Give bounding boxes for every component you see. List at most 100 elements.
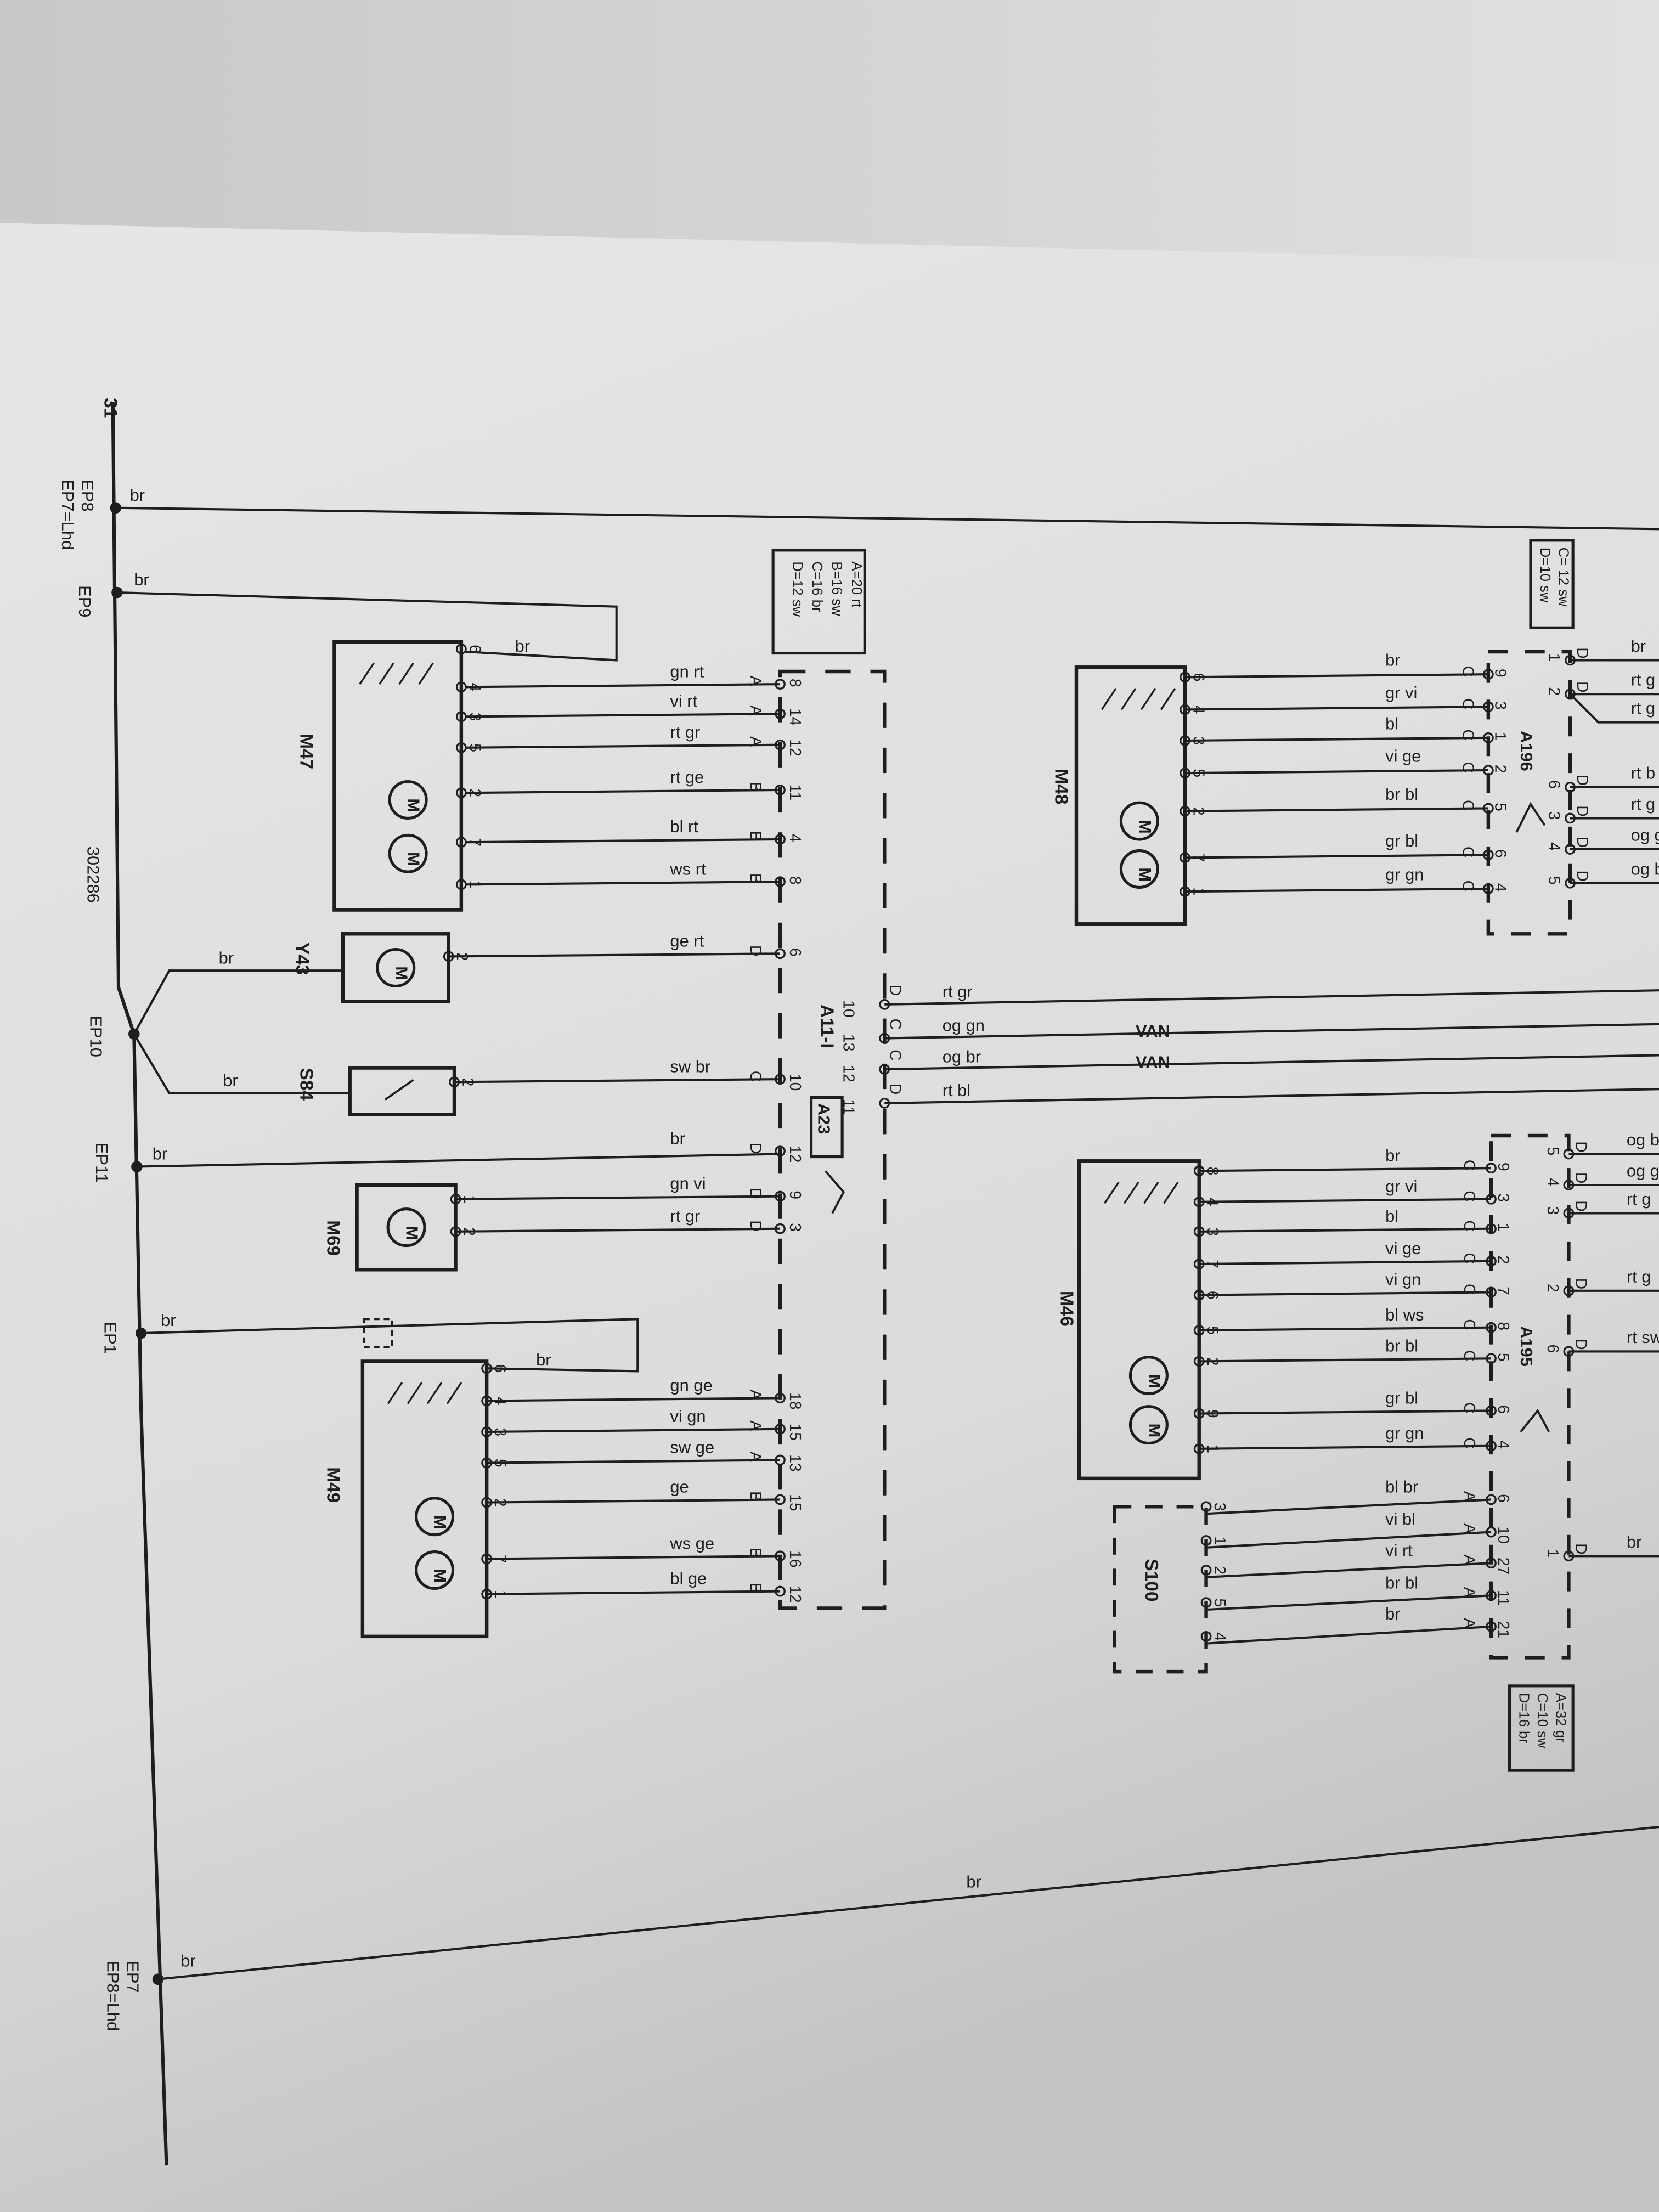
a195-wire-color-label: gr bl <box>1385 1389 1418 1408</box>
motor-symbol: M <box>404 798 424 812</box>
a196-output-wire-color: rt g <box>1631 698 1656 718</box>
a195-pin-number: 9 <box>1495 1163 1513 1171</box>
terminal-pin <box>1565 654 1576 666</box>
motor-icon <box>415 1550 455 1590</box>
a11-output-wire <box>884 1088 1659 1104</box>
a11-pin-number: 3 <box>787 1223 804 1232</box>
a195-connector-letter: D <box>1572 1339 1590 1350</box>
a11-pin-number: 12 <box>840 1065 858 1082</box>
a195-wire <box>1199 1409 1492 1415</box>
switch-contact-icon <box>1104 1181 1120 1204</box>
switch-contact-icon <box>359 662 375 685</box>
a195-wire-color-label: vi bl <box>1385 1510 1415 1529</box>
switch-contact-icon <box>1143 1181 1159 1204</box>
s100-box <box>1113 1505 1208 1674</box>
a195-connector-letter: C <box>1461 1160 1479 1171</box>
m49-pin-number: 2 <box>492 1498 510 1507</box>
terminal-pin <box>879 998 890 1010</box>
splice-dot <box>152 1973 164 1985</box>
terminal-pin <box>1563 1346 1575 1357</box>
a195-output-wire-color: rt sw <box>1627 1328 1659 1347</box>
motor-icon <box>376 948 416 988</box>
terminal-pin <box>1482 765 1494 776</box>
a11-box <box>778 669 887 1610</box>
terminal-pin <box>1482 732 1494 743</box>
a11-pin-number: 13 <box>840 1034 858 1051</box>
a11-pin-number: 16 <box>787 1550 804 1567</box>
switch-contact-icon <box>446 1382 462 1404</box>
a196-output-wire-color: og g <box>1631 826 1659 845</box>
motor-icon <box>1119 801 1159 841</box>
ground-wire-ep9 <box>117 591 618 662</box>
a11-output-wire <box>884 1023 1659 1040</box>
m47-pin-number: 3 <box>466 713 484 721</box>
wire-color-label: br <box>219 948 234 967</box>
a195-connector-letter: A <box>1461 1523 1479 1534</box>
a195-wire <box>1199 1291 1492 1296</box>
a195-connector-letter: C <box>1461 1220 1479 1231</box>
terminal-pin <box>1200 1597 1212 1609</box>
m49-pin-number: 5 <box>492 1459 510 1468</box>
a195-output-wire-color: rt g <box>1627 1189 1651 1209</box>
diagram-text: 31EP8EP7=LhdEP9302286EP10EP11EP1EP7EP8=L… <box>58 398 1659 2031</box>
a196-connector-letter: C <box>1460 729 1477 740</box>
a195-wire-color-label: bl <box>1385 1206 1398 1226</box>
a195-pin-number: 3 <box>1544 1206 1562 1215</box>
a11-output-wire-color: rt bl <box>943 1081 970 1100</box>
switch-contact-icon <box>387 1382 403 1404</box>
terminal-pin <box>879 1032 890 1044</box>
m49-pin-number: 6 <box>492 1364 510 1373</box>
van-bus-label: VAN <box>1136 1053 1170 1072</box>
a196-legend-box <box>1529 539 1575 629</box>
a195-pin-number: 6 <box>1544 1345 1562 1353</box>
a196-connector-letter: C <box>1460 800 1477 811</box>
ground-point-ep1: EP1 <box>100 1322 120 1353</box>
diagram-lines <box>110 402 1659 2166</box>
shield-connector-box <box>363 1318 393 1348</box>
splice-dot <box>111 586 123 599</box>
a195-wire <box>1199 1326 1492 1331</box>
a196-connector-letter: C <box>1460 762 1477 773</box>
terminal-pin <box>1486 1223 1497 1234</box>
switch-contact-icon <box>398 662 414 685</box>
m48-pin-number: 2 <box>1190 807 1207 816</box>
a196-connector-letter: D <box>1574 871 1592 882</box>
terminal-pin <box>481 1363 493 1374</box>
wire-color-label: br <box>134 570 149 589</box>
a11-wire <box>454 1078 781 1084</box>
a196-connector-letter: D <box>1574 837 1592 848</box>
m47-box <box>332 640 464 912</box>
a11-connector-letter: A <box>747 706 765 716</box>
m46-pin-number: 7 <box>1204 1260 1222 1268</box>
terminal-pin <box>1482 701 1494 713</box>
m49-label: M49 <box>323 1467 343 1503</box>
switch-contact-icon <box>384 1079 414 1101</box>
a11-connector-letter: A <box>747 1390 765 1400</box>
a196-connector-letter: D <box>1574 647 1592 658</box>
a11-connector-letter: B <box>747 782 765 792</box>
a196-pin-number: 5 <box>1545 876 1563 885</box>
a195-connector-letter: A <box>1461 1587 1479 1598</box>
a11-wire-color-label: ws rt <box>669 859 706 878</box>
motor-icon <box>388 780 428 820</box>
m48-box <box>1074 665 1187 926</box>
a196-wire-color-label: br <box>1385 651 1400 670</box>
a195-output-wire-color: br <box>1627 1532 1641 1551</box>
a196-pin-number: 3 <box>1545 811 1563 820</box>
m48-pin-number: 4 <box>1190 706 1207 714</box>
a196-connector-letter: D <box>1574 775 1592 786</box>
a11-wire-color-label: sw br <box>670 1057 710 1076</box>
terminal-pin <box>775 1585 786 1597</box>
a195-pin-number: 2 <box>1495 1256 1513 1265</box>
a196-wire <box>1184 736 1488 742</box>
a11-pin-number: 8 <box>787 679 804 687</box>
a11-legend-line: B=16 sw <box>829 561 844 616</box>
wire-color-label: br <box>515 636 530 656</box>
switch-contact-icon <box>418 662 434 685</box>
terminal-pin <box>775 1494 786 1505</box>
m48-pin-number: 1 <box>1190 887 1207 896</box>
ground-wire-s84 <box>133 1033 350 1094</box>
a196-output-wire <box>1569 693 1659 724</box>
terminal-pin <box>1200 1501 1212 1513</box>
a195-pin-number: 1 <box>1495 1223 1513 1232</box>
